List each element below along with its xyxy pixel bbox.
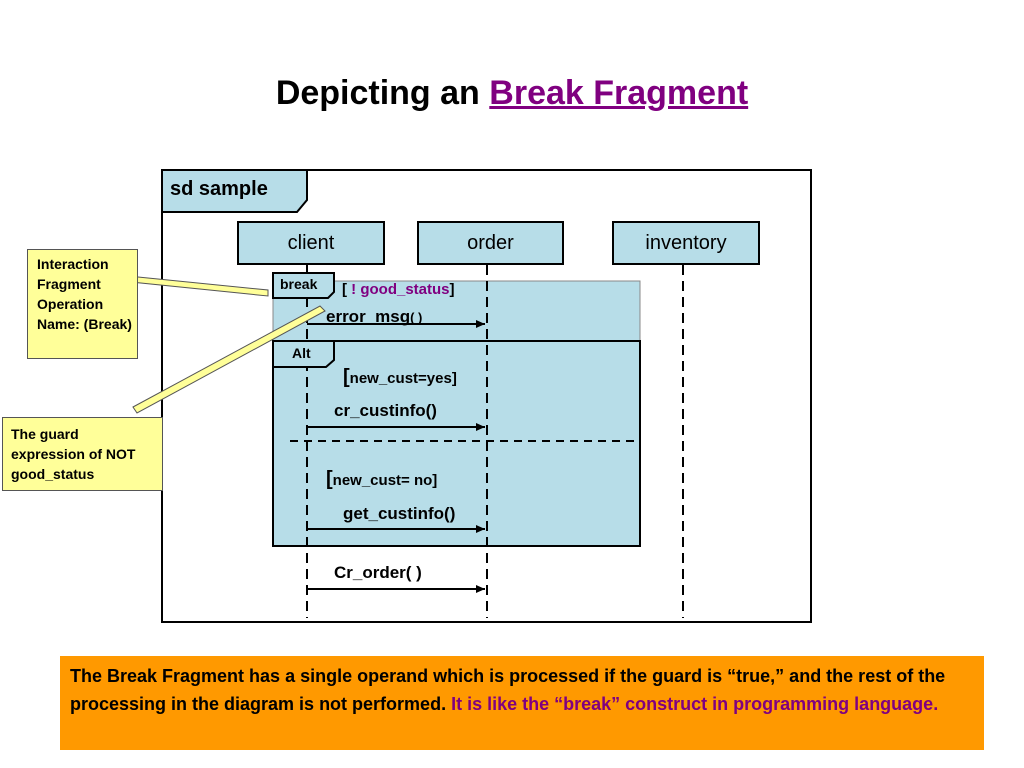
- alt-guard-yes-open: [: [343, 366, 350, 388]
- cr-order-label: Cr_order( ): [334, 563, 422, 582]
- operation-name-callout: Interaction Fragment Operation Name: (Br…: [27, 249, 138, 359]
- explanation-emphasis: It is like the “break” construct in prog…: [451, 694, 939, 714]
- alt-operator-tab: [272, 340, 335, 368]
- explanation-text: The Break Fragment has a single operand …: [70, 666, 946, 714]
- alt-guard-no-text: new_cust= no]: [332, 472, 438, 489]
- error-msg-args: ( ): [410, 310, 423, 325]
- break-guard-close: ]: [449, 281, 455, 298]
- page-title: Depicting an Break Fragment: [0, 74, 1024, 113]
- break-operator-tab: [272, 272, 335, 299]
- guard-callout-pointer: [132, 305, 326, 414]
- cr-custinfo-label: cr_custinfo(): [334, 401, 437, 420]
- alt-guard-yes: [new_cust=yes]: [343, 366, 457, 389]
- sd-frame-label: sd sample: [170, 178, 268, 200]
- title-prefix: Depicting an: [275, 74, 480, 112]
- lifeline-inventory: inventory: [612, 221, 760, 265]
- explanation-note: The Break Fragment has a single operand …: [60, 656, 984, 750]
- alt-fragment: [272, 340, 641, 547]
- lifeline-order: order: [417, 221, 564, 265]
- sd-frame-tab: [161, 169, 308, 213]
- guard-callout: The guard expression of NOT good_status: [2, 417, 163, 491]
- alt-guard-no-open: [: [326, 468, 333, 490]
- alt-operator-label: Alt: [292, 345, 311, 361]
- break-guard-text: ! good_status: [351, 281, 450, 298]
- get-custinfo-label: get_custinfo(): [343, 504, 456, 523]
- title-link[interactable]: Break Fragment: [489, 74, 749, 112]
- break-guard: [ ! good_status]: [342, 281, 455, 298]
- error-msg-name: error_msg: [326, 307, 411, 326]
- error-msg-label: error_msg( ): [326, 307, 422, 327]
- alt-guard-yes-text: new_cust=yes]: [349, 370, 457, 387]
- break-operator-label: break: [280, 276, 318, 292]
- lifeline-client: client: [237, 221, 385, 265]
- break-guard-open: [: [342, 281, 347, 298]
- alt-guard-no: [new_cust= no]: [326, 468, 437, 491]
